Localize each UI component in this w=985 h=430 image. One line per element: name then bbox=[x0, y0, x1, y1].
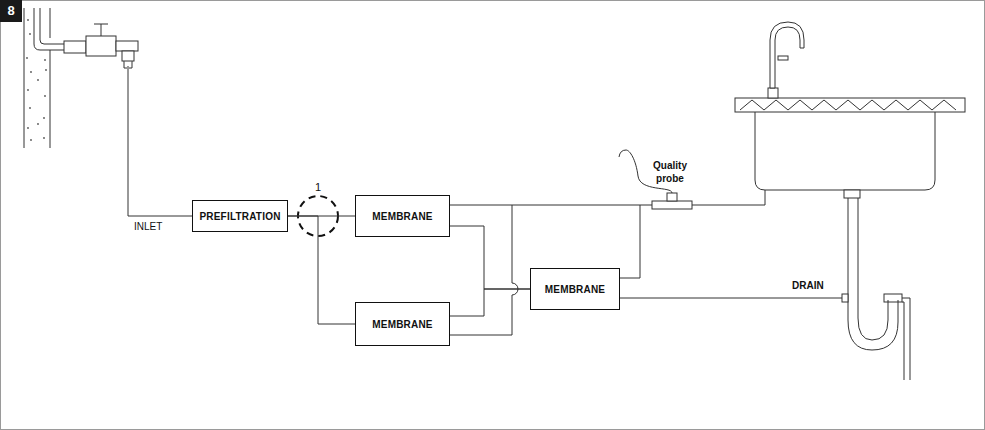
figure-number-box bbox=[0, 0, 22, 22]
figure-number: 8 bbox=[0, 3, 22, 19]
box-label: MEMBRANE bbox=[372, 319, 433, 330]
callout-number: 1 bbox=[311, 181, 325, 195]
drain-label: DRAIN bbox=[792, 280, 842, 293]
box-label: MEMBRANE bbox=[545, 284, 606, 295]
pipe-connector bbox=[450, 226, 530, 289]
inlet-pipe bbox=[128, 66, 192, 216]
wall bbox=[24, 8, 64, 148]
pipe-connector bbox=[450, 289, 530, 316]
pipe-line bbox=[288, 216, 355, 324]
pipe-line bbox=[450, 226, 530, 289]
sink bbox=[735, 22, 965, 380]
box-label: PREFILTRATION bbox=[199, 211, 280, 222]
pipe-line bbox=[450, 289, 530, 316]
probe-label: Quality probe bbox=[645, 160, 695, 185]
membrane-box: MEMBRANE bbox=[355, 195, 450, 237]
permeate-line bbox=[450, 112, 765, 205]
permeate-line bbox=[620, 205, 640, 278]
membrane-box: MEMBRANE bbox=[530, 268, 620, 310]
filter-box: PREFILTRATION bbox=[192, 200, 288, 232]
membrane-box: MEMBRANE bbox=[355, 302, 450, 346]
pipe-connector bbox=[288, 216, 355, 324]
drain-pipe bbox=[620, 298, 846, 299]
inlet-valve bbox=[64, 24, 138, 68]
inlet-label: INLET bbox=[134, 221, 184, 234]
box-label: MEMBRANE bbox=[372, 211, 433, 222]
